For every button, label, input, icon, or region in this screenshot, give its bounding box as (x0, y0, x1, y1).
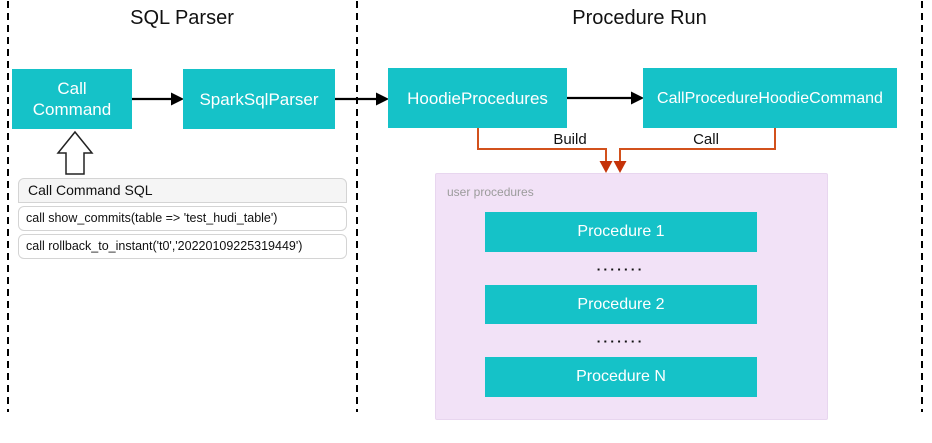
hollow-up-arrow (56, 130, 94, 175)
sql-parser-section-title: SQL Parser (130, 7, 234, 29)
procedure-n-label: Procedure N (576, 368, 666, 385)
node-call-procedure-hoodie-command-label: CallProcedureHoodieCommand (657, 89, 883, 107)
node-call-procedure-hoodie-command: CallProcedureHoodieCommand (643, 68, 897, 128)
build-connector-arrowhead (599, 161, 613, 173)
procedure-1-box: Procedure 1 (485, 212, 757, 252)
ellipsis-dots-bottom: ▪▪▪▪▪▪▪ (597, 337, 645, 346)
procedure-2-label: Procedure 2 (577, 295, 665, 313)
node-hoodie-procedures-label: HoodieProcedures (407, 88, 548, 108)
sql-box-row-show-commits: call show_commits(table => 'test_hudi_ta… (18, 206, 347, 231)
procedure-n-box: Procedure N (485, 357, 757, 397)
edge-label-build: Build (553, 131, 587, 148)
node-call-command: Call Command (12, 69, 132, 129)
procedure-2-box: Procedure 2 (485, 285, 757, 324)
node-spark-sql-parser-label: SparkSqlParser (199, 89, 319, 109)
sql-box-header: Call Command SQL (18, 178, 347, 203)
ellipsis-dots-top: ▪▪▪▪▪▪▪ (597, 265, 645, 274)
procedure-run-section-title: Procedure Run (572, 7, 707, 29)
call-connector-arrowhead (613, 161, 627, 173)
user-procedures-label: user procedures (447, 185, 534, 199)
procedure-1-label: Procedure 1 (577, 223, 665, 240)
edge-label-call: Call (693, 131, 719, 148)
node-spark-sql-parser: SparkSqlParser (183, 69, 335, 129)
node-call-command-label: Call Command (32, 79, 112, 119)
sql-box-row-rollback: call rollback_to_instant('t0','202201092… (18, 234, 347, 259)
node-hoodie-procedures: HoodieProcedures (388, 68, 567, 128)
